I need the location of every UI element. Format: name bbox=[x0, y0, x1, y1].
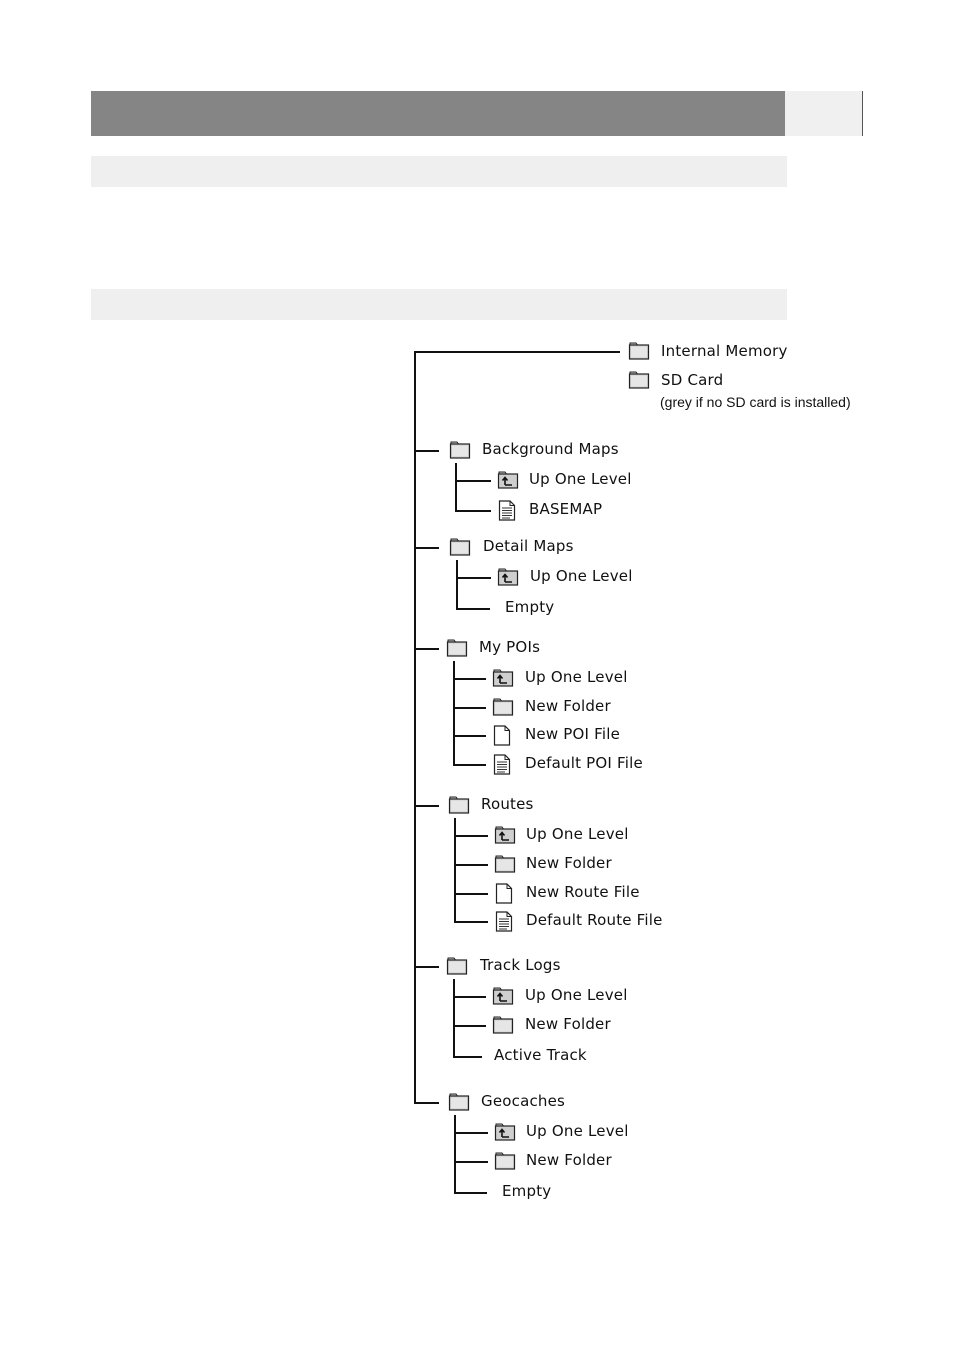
root-item-sd-card: SD Card bbox=[661, 371, 724, 389]
child-geocaches-up-one-level: Up One Level bbox=[526, 1122, 629, 1140]
folder-routes: Routes bbox=[481, 795, 534, 813]
folder-background-maps: Background Maps bbox=[482, 440, 619, 458]
child-detail-maps-up-one-level: Up One Level bbox=[530, 567, 633, 585]
child-my-pois-default-poi-file: Default POI File bbox=[525, 754, 643, 772]
folder-connector-my-pois bbox=[414, 648, 439, 650]
child-routes-default-route-file: Default Route File bbox=[526, 911, 663, 929]
up-level-icon bbox=[494, 825, 516, 848]
folder-icon bbox=[449, 440, 471, 463]
child-connector-detail-maps-up-one-level bbox=[456, 577, 491, 579]
child-routes-new-route-file: New Route File bbox=[526, 883, 640, 901]
folder-connector-background-maps bbox=[414, 450, 439, 452]
child-track-logs-up-one-level: Up One Level bbox=[525, 986, 628, 1004]
child-connector-detail-maps-empty bbox=[456, 608, 490, 610]
branch-line-routes bbox=[454, 818, 456, 922]
folder-my-pois: My POIs bbox=[479, 638, 541, 656]
child-connector-routes-up-one-level bbox=[454, 835, 488, 837]
up-level-icon bbox=[492, 986, 514, 1009]
section-bar-1 bbox=[91, 156, 787, 187]
child-connector-track-logs-up-one-level bbox=[453, 996, 486, 998]
header-bar bbox=[91, 91, 785, 136]
child-connector-routes-default-route-file bbox=[454, 921, 488, 923]
up-level-icon bbox=[497, 567, 519, 590]
up-level-icon bbox=[497, 470, 519, 493]
branch-line-my-pois bbox=[453, 661, 455, 765]
child-connector-my-pois-default-poi-file bbox=[453, 764, 486, 766]
child-routes-up-one-level: Up One Level bbox=[526, 825, 629, 843]
folder-icon bbox=[628, 341, 650, 364]
child-connector-routes-new-folder bbox=[454, 864, 488, 866]
child-background-maps-up-one-level: Up One Level bbox=[529, 470, 632, 488]
folder-icon bbox=[494, 854, 516, 877]
child-my-pois-up-one-level: Up One Level bbox=[525, 668, 628, 686]
child-geocaches-new-folder: New Folder bbox=[526, 1151, 612, 1169]
blank-file-icon bbox=[494, 883, 514, 908]
folder-icon bbox=[446, 956, 468, 979]
child-connector-geocaches-empty bbox=[454, 1192, 487, 1194]
folder-connector-track-logs bbox=[414, 966, 439, 968]
sd-card-note: (grey if no SD card is installed) bbox=[660, 394, 851, 410]
branch-line-detail-maps bbox=[456, 560, 458, 609]
child-my-pois-new-folder: New Folder bbox=[525, 697, 611, 715]
child-connector-track-logs-new-folder bbox=[453, 1025, 486, 1027]
folder-detail-maps: Detail Maps bbox=[483, 537, 574, 555]
child-connector-background-maps-basemap bbox=[455, 510, 491, 512]
child-connector-geocaches-up-one-level bbox=[454, 1132, 488, 1134]
branch-line-track-logs bbox=[453, 979, 455, 1057]
branch-line-background-maps bbox=[455, 463, 457, 511]
child-connector-routes-new-route-file bbox=[454, 893, 488, 895]
root-connector-internal-memory bbox=[414, 351, 620, 353]
folder-icon bbox=[492, 697, 514, 720]
folder-icon bbox=[494, 1151, 516, 1174]
section-bar-2 bbox=[91, 289, 787, 320]
document-icon bbox=[492, 754, 512, 779]
child-background-maps-basemap: BASEMAP bbox=[529, 500, 603, 518]
child-geocaches-empty: Empty bbox=[502, 1182, 552, 1200]
up-level-icon bbox=[492, 668, 514, 691]
tree-trunk-line bbox=[414, 352, 416, 1102]
header-page-tab bbox=[785, 91, 863, 136]
child-track-logs-new-folder: New Folder bbox=[525, 1015, 611, 1033]
branch-line-geocaches bbox=[454, 1115, 456, 1193]
document-icon bbox=[497, 500, 517, 525]
root-item-internal-memory: Internal Memory bbox=[661, 342, 788, 360]
child-detail-maps-empty: Empty bbox=[505, 598, 555, 616]
document-icon bbox=[494, 911, 514, 936]
folder-connector-routes bbox=[414, 805, 439, 807]
folder-connector-geocaches bbox=[414, 1102, 439, 1104]
folder-connector-detail-maps bbox=[414, 547, 439, 549]
child-connector-my-pois-new-folder bbox=[453, 707, 486, 709]
child-routes-new-folder: New Folder bbox=[526, 854, 612, 872]
blank-file-icon bbox=[492, 725, 512, 750]
child-connector-geocaches-new-folder bbox=[454, 1161, 488, 1163]
folder-icon bbox=[446, 638, 468, 661]
child-my-pois-new-poi-file: New POI File bbox=[525, 725, 621, 743]
up-level-icon bbox=[494, 1122, 516, 1145]
child-connector-track-logs-active-track bbox=[453, 1056, 482, 1058]
child-connector-my-pois-new-poi-file bbox=[453, 735, 486, 737]
child-track-logs-active-track: Active Track bbox=[494, 1046, 587, 1064]
folder-track-logs: Track Logs bbox=[480, 956, 561, 974]
folder-icon bbox=[449, 537, 471, 560]
child-connector-my-pois-up-one-level bbox=[453, 678, 486, 680]
folder-icon bbox=[492, 1015, 514, 1038]
child-connector-background-maps-up-one-level bbox=[455, 480, 491, 482]
folder-icon bbox=[448, 1092, 470, 1115]
folder-icon bbox=[628, 370, 650, 393]
folder-icon bbox=[448, 795, 470, 818]
folder-geocaches: Geocaches bbox=[481, 1092, 566, 1110]
